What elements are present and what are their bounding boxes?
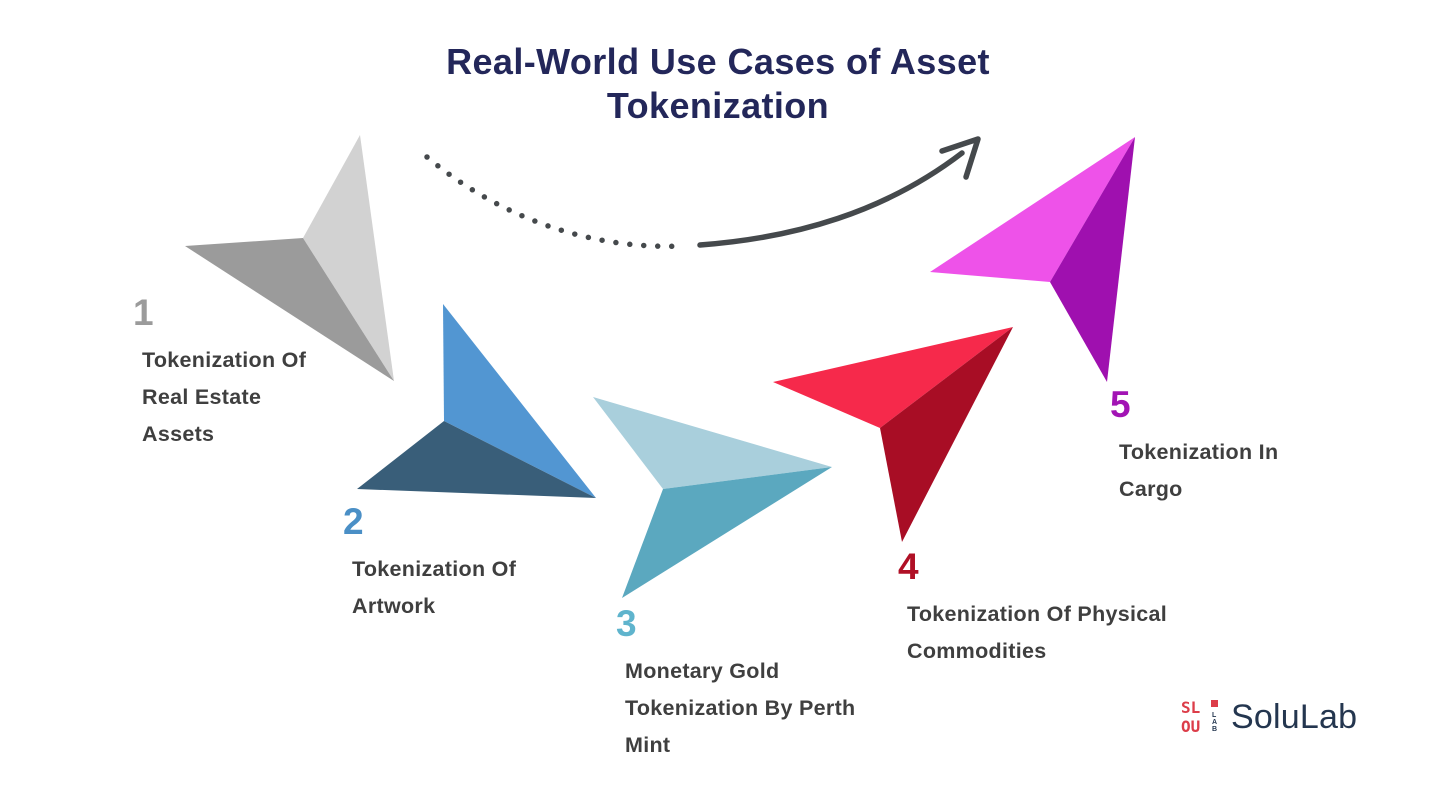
use-case-label: Monetary Gold Tokenization By Perth Mint [625, 653, 856, 764]
plane-4-light-face [773, 327, 1013, 428]
label-line: Tokenization Of [142, 348, 307, 372]
logo-mark-row-2: OU [1181, 717, 1200, 736]
solulab-logo-text: SoluLab [1231, 697, 1358, 736]
use-case-number: 4 [898, 546, 920, 587]
solulab-logo-icon: SL OU L A B [1181, 698, 1218, 736]
use-case-label: Tokenization Of Artwork [352, 551, 516, 625]
title-line-2: Tokenization [606, 85, 830, 126]
plane-3-dark-face [622, 467, 832, 598]
label-line: Cargo [1119, 477, 1183, 501]
plane-4-dark-face [880, 327, 1013, 542]
label-line: Commodities [907, 639, 1047, 663]
plane-2-dark-face [357, 421, 596, 498]
dotted-arc [424, 154, 686, 250]
label-line: Mint [625, 733, 671, 757]
use-case-label: Tokenization Of Real Estate Assets [142, 342, 306, 453]
label-line: Tokenization By Perth [625, 696, 856, 720]
plane-1-dark-face [185, 238, 394, 381]
use-case-number: 2 [343, 501, 365, 542]
arrow-shaft [697, 150, 965, 248]
title-line-1: Real-World Use Cases of Asset [446, 41, 990, 82]
logo-mark-letter: B [1212, 726, 1217, 733]
label-line: Real Estate [142, 385, 262, 409]
use-case-3: 3 Monetary Gold Tokenization By Perth Mi… [616, 603, 856, 764]
label-line: Tokenization Of [352, 557, 517, 581]
use-case-1: 1 Tokenization Of Real Estate Assets [133, 292, 306, 453]
logo-mark-letter: L [1212, 712, 1217, 719]
use-case-number: 5 [1110, 384, 1132, 425]
use-case-number: 3 [616, 603, 638, 644]
label-line: Assets [142, 422, 215, 446]
page-title: Real-World Use Cases of Asset Tokenizati… [0, 40, 1436, 128]
use-case-label: Tokenization In Cargo [1119, 434, 1278, 508]
use-case-2: 2 Tokenization Of Artwork [343, 501, 516, 625]
solulab-logo: SL OU L A B SoluLab [1180, 696, 1357, 738]
use-case-4: 4 Tokenization Of Physical Commodities [898, 546, 1167, 670]
logo-mark-dot [1211, 700, 1218, 707]
label-line: Artwork [352, 594, 436, 618]
plane-2-light-face [443, 304, 596, 498]
arrow-head-icon [939, 136, 981, 180]
logo-mark-letter: A [1212, 719, 1217, 726]
plane-3-light-face [593, 397, 832, 489]
logo-mark-row-1: SL [1181, 698, 1200, 717]
use-case-number: 1 [133, 292, 155, 333]
plane-1-light-face [303, 135, 394, 381]
use-case-5: 5 Tokenization In Cargo [1110, 384, 1278, 508]
label-line: Monetary Gold [625, 659, 780, 683]
use-case-label: Tokenization Of Physical Commodities [907, 596, 1167, 670]
plane-5-dark-face [1050, 137, 1135, 382]
label-line: Tokenization Of Physical [907, 602, 1168, 626]
plane-5-light-face [930, 137, 1135, 282]
label-line: Tokenization In [1119, 440, 1279, 464]
